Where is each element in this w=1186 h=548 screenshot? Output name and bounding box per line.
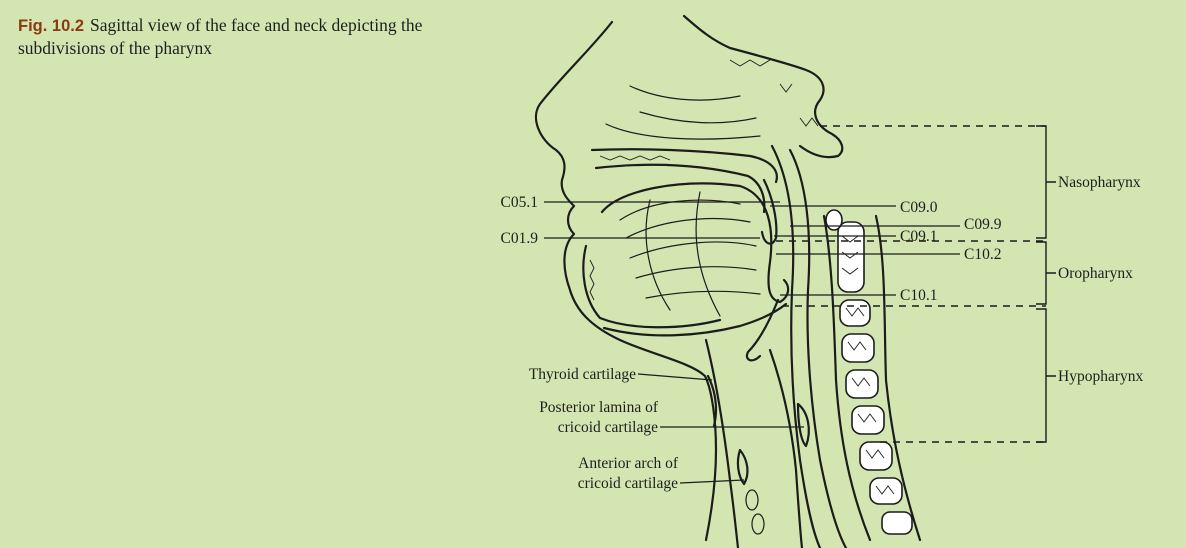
label-c09-1: C09.1: [900, 228, 937, 245]
palate-lower: [594, 163, 766, 214]
sinus-texture: [729, 59, 819, 127]
tongue-fibers-f: [645, 199, 671, 311]
anatomy-illustration: [534, 14, 922, 548]
label-hypopharynx: Hypopharynx: [1058, 368, 1143, 385]
mandible: [582, 244, 722, 329]
vertebra: [869, 477, 903, 505]
tracheal-ring: [745, 489, 759, 511]
label-oropharynx: Oropharynx: [1058, 265, 1133, 282]
face-outline: [534, 20, 718, 542]
larynx-front: [704, 338, 740, 548]
cervical-spine: [822, 209, 922, 542]
cricoid-lamina-shape: [796, 402, 810, 448]
label-anterior-arch-line1: Anterior arch of: [578, 455, 679, 472]
tracheal-ring: [751, 513, 765, 535]
leader-thyroid-cartilage: [637, 373, 713, 381]
label-c10-1: C10.1: [900, 287, 937, 304]
region-brackets: [1036, 125, 1056, 443]
soft-palate: [760, 178, 778, 245]
label-anterior-arch-line2: cricoid cartilage: [578, 475, 678, 492]
vertebra: [851, 405, 885, 435]
oropharynx-bracket: [1036, 241, 1056, 305]
pharyngeal-wall: [788, 148, 848, 548]
label-thyroid-cartilage: Thyroid cartilage: [529, 366, 636, 383]
mandible-texture: [589, 259, 595, 301]
spine-back: [874, 214, 922, 542]
leader-lines: [544, 201, 960, 484]
vertebra: [881, 511, 913, 535]
hard-palate: [590, 148, 778, 184]
vertebra: [841, 333, 875, 363]
region-dividers: [776, 125, 1046, 443]
cricoid-arch-shape: [736, 448, 749, 486]
epiglottis: [745, 298, 780, 362]
tongue: [600, 182, 790, 304]
leader-anterior-arch: [679, 479, 745, 484]
tongue-fibers-c: [629, 241, 757, 259]
labels: C05.1 C01.9 C09.0 C09.9 C09.1 C10.2 C10.…: [501, 174, 1144, 492]
atlas-arch: [825, 209, 843, 231]
nasal-roof: [682, 14, 844, 159]
tongue-fibers-a: [619, 199, 741, 221]
vertebra: [859, 441, 893, 471]
vertebra-texture: [845, 307, 895, 495]
nasal-turbinate-c: [605, 123, 761, 140]
nasal-turbinate-a: [629, 85, 741, 101]
nasopharynx-bracket: [1036, 125, 1056, 239]
pharyngeal-wall-inner: [770, 144, 822, 548]
spine-front: [822, 214, 872, 542]
vertebra: [845, 369, 879, 399]
vertebra: [839, 299, 871, 327]
label-posterior-lamina-line1: Posterior lamina of: [539, 399, 659, 416]
nasal-turbinate-b: [639, 111, 757, 124]
label-c05-1: C05.1: [501, 194, 538, 211]
hypopharynx-bracket: [1036, 308, 1056, 443]
label-c10-2: C10.2: [964, 246, 1001, 263]
label-c01-9: C01.9: [501, 230, 539, 247]
caption-text: Sagittal view of the face and neck depic…: [18, 15, 423, 58]
tongue-fibers-e: [645, 290, 761, 299]
label-c09-9: C09.9: [964, 216, 1002, 233]
tongue-fibers-d: [635, 266, 757, 279]
figure-number: Fig. 10.2: [18, 17, 85, 35]
label-nasopharynx: Nasopharynx: [1058, 174, 1141, 191]
tongue-fibers-b: [625, 217, 751, 239]
tongue-base: [602, 302, 788, 337]
palate-texture: [599, 155, 671, 161]
label-c09-0: C09.0: [900, 199, 938, 216]
label-posterior-lamina-line2: cricoid cartilage: [558, 419, 658, 436]
tongue-fibers-g: [695, 191, 721, 317]
trachea-back: [768, 348, 804, 548]
